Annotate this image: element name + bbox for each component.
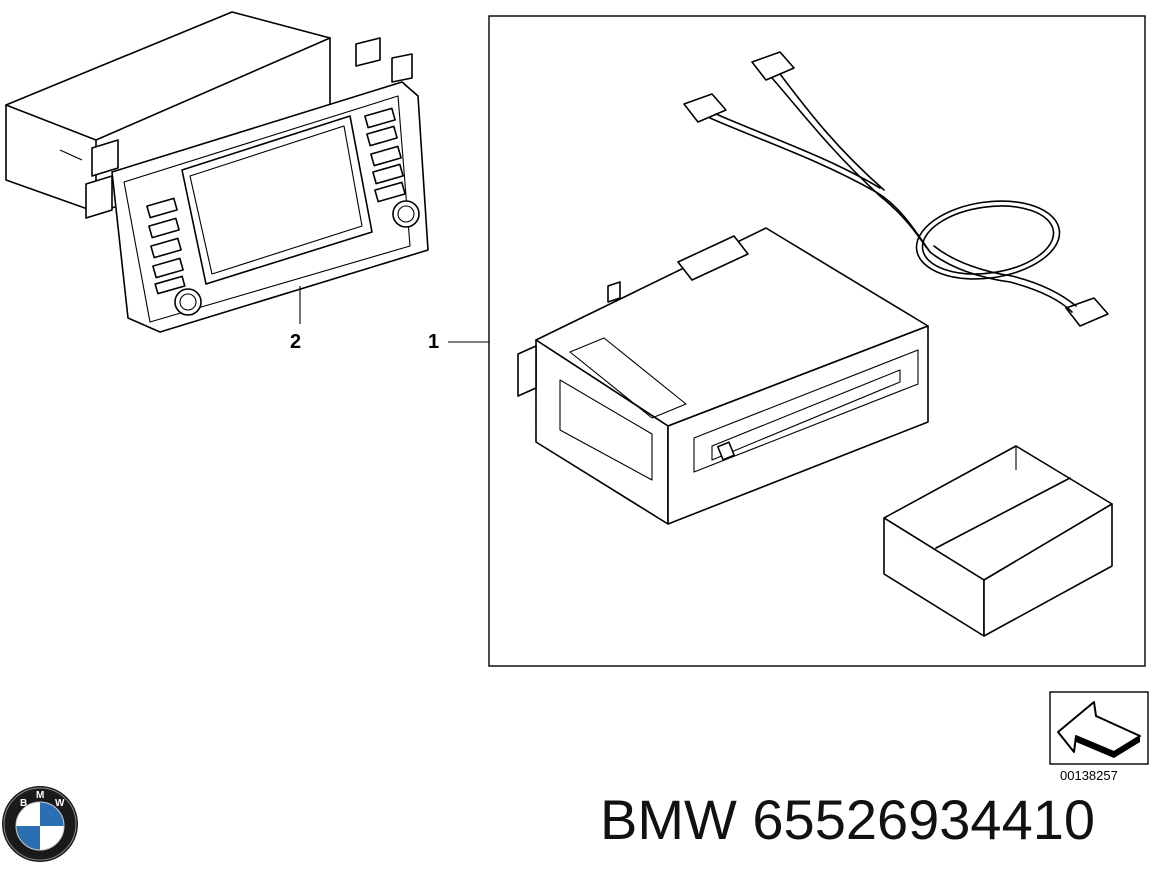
packaging-box [883, 445, 1113, 637]
bmw-roundel-logo: B M W [2, 786, 78, 862]
svg-text:M: M [36, 790, 44, 801]
wiring-harness [683, 51, 1109, 327]
part-number-label: BMW 65526934410 [600, 788, 1096, 851]
reference-number: 00138257 [1060, 768, 1118, 783]
callout-2: 2 [290, 331, 301, 353]
direction-arrow-icon [1049, 691, 1149, 765]
part-2-monitor-unit [5, 11, 429, 333]
svg-text:B: B [20, 798, 27, 809]
callout-1: 1 [428, 331, 439, 353]
part-1-kit-frame [448, 15, 1146, 667]
svg-text:W: W [55, 798, 65, 809]
navigation-drive-unit [517, 227, 929, 525]
